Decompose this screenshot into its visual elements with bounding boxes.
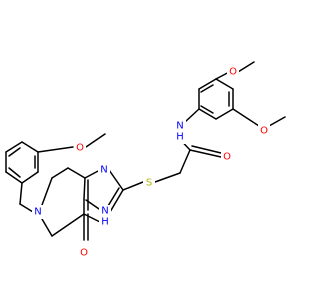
bond <box>189 149 222 158</box>
bond <box>154 172 181 183</box>
atom-nh-ring: N H <box>99 205 111 229</box>
bond-double <box>191 145 222 154</box>
bond <box>237 61 255 73</box>
bond <box>85 133 106 148</box>
bond <box>21 171 39 184</box>
atom-s: S <box>143 176 155 190</box>
bond <box>198 78 217 90</box>
bond <box>268 116 286 127</box>
atom-label-o-amide: O <box>223 152 231 163</box>
atom-label-h-ring: H <box>101 217 109 228</box>
bond <box>21 141 39 153</box>
bond <box>37 146 74 153</box>
atom-label-layer: O O N H O S N N H <box>32 65 270 260</box>
bond <box>179 149 191 174</box>
bond <box>184 108 200 123</box>
bond <box>83 213 101 223</box>
bond <box>41 218 53 237</box>
atom-label-n-ring: N <box>101 206 108 217</box>
atom-label-o-keto: O <box>80 248 88 259</box>
bond <box>19 182 23 205</box>
atom-label-o-benzyl: O <box>76 143 84 154</box>
bond <box>19 203 34 213</box>
bond <box>84 169 101 179</box>
atom-label-o-methoxy-top: O <box>229 67 237 78</box>
atom-label-n-piperidine: N <box>34 207 41 218</box>
molecule-canvas: O O N H O S N N H <box>5 61 286 260</box>
atom-o-benzyl-methoxy: O <box>74 141 86 155</box>
bond <box>51 167 69 179</box>
bond <box>41 177 53 206</box>
atom-label-n-pyrimidine: N <box>100 165 107 176</box>
bond-double <box>200 105 214 114</box>
atom-o-amide: O <box>221 150 233 164</box>
atom-label-n-amide: N <box>176 121 183 132</box>
atom-o-methoxy-right: O <box>258 124 270 138</box>
bond <box>5 141 23 153</box>
bond-layer <box>5 61 286 241</box>
atom-n-pyrimidine: N <box>98 163 110 177</box>
bond <box>215 78 234 90</box>
atom-label-o-methoxy-right: O <box>260 126 268 137</box>
bond <box>198 108 217 120</box>
atom-label-h-amide: H <box>176 132 184 143</box>
bond <box>109 189 124 213</box>
atom-o-methoxy-top: O <box>227 65 239 79</box>
bond <box>83 177 86 200</box>
bond-double <box>8 147 21 157</box>
bond <box>215 108 234 120</box>
bond <box>51 213 85 237</box>
bond-double <box>8 167 21 178</box>
atom-label-s: S <box>146 178 152 189</box>
atom-n-piperidine: N <box>32 205 44 219</box>
bond <box>5 171 23 184</box>
bond-double <box>200 84 214 93</box>
bond <box>122 181 144 191</box>
bond-double <box>107 187 120 207</box>
bond <box>108 169 124 191</box>
bond <box>67 167 86 179</box>
bond <box>232 108 260 127</box>
molecule-structure: O O N H O S N N H <box>5 61 286 260</box>
atom-nh-amide: N H <box>174 120 186 144</box>
atom-o-keto: O <box>78 246 90 260</box>
